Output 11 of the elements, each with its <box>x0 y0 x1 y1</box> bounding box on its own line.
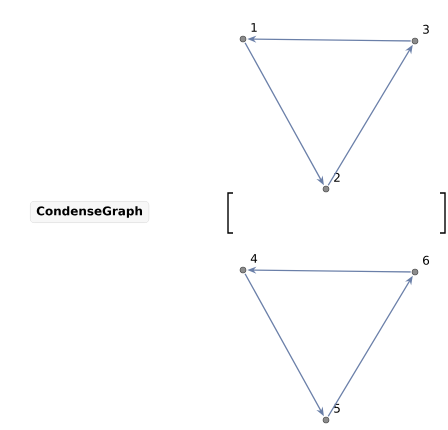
graph-vertex <box>412 268 418 276</box>
function-button: CondenseGraph <box>30 201 150 223</box>
graph-vertex <box>322 186 330 192</box>
vertex-label: 4 <box>250 254 258 263</box>
vertex-label: 6 <box>423 256 430 265</box>
vertex-label: 3 <box>423 24 429 34</box>
graph-vertex <box>412 38 418 44</box>
graph-vertex <box>240 266 246 274</box>
graph-vertex <box>240 36 246 42</box>
vertex-label: 1 <box>252 23 257 32</box>
graph-vertex <box>322 416 330 424</box>
